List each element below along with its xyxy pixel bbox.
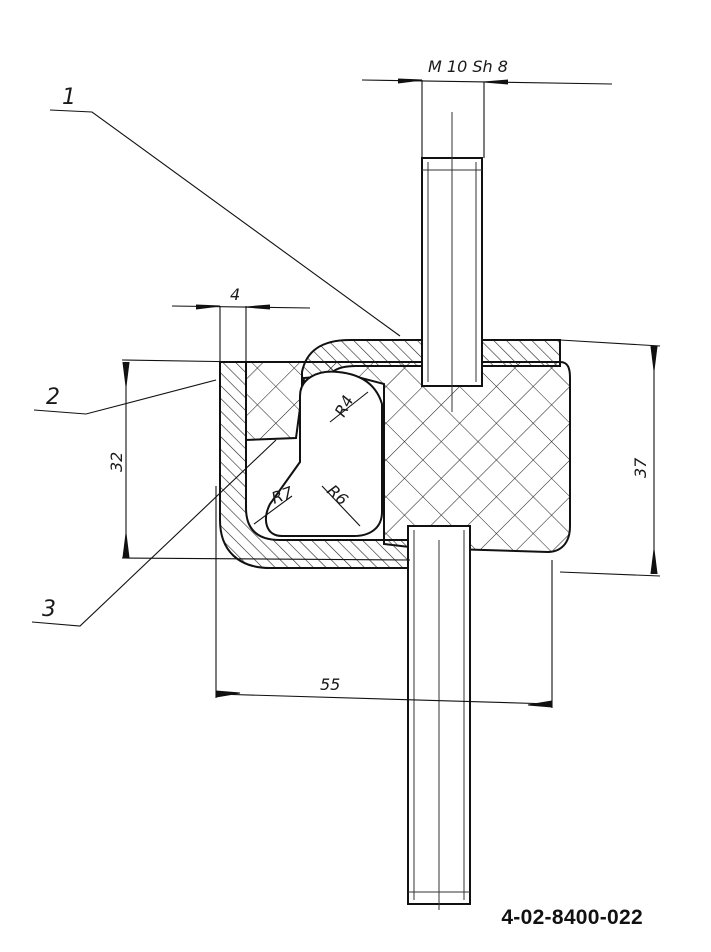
width-dimension [215, 486, 553, 708]
inner-void [265, 370, 383, 537]
height-outer-label: 37 [631, 457, 650, 478]
part-leaders [31, 109, 401, 627]
part-label-1: 1 [62, 85, 76, 110]
thread-label: M 10 Sh 8 [428, 57, 508, 76]
height-inner-label: 32 [107, 452, 126, 472]
document-number: 4-02-8400-022 [501, 906, 643, 929]
height-outer-dimension [559, 339, 661, 577]
thread-dimension [361, 78, 613, 158]
rubber-body [245, 361, 571, 554]
radius-leaders [253, 391, 369, 527]
wall-thickness-label: 4 [230, 285, 240, 304]
height-inner-dimension [121, 359, 411, 561]
wall-thickness-dimension [171, 304, 311, 376]
part-label-2: 2 [46, 385, 60, 410]
width-label: 55 [320, 675, 340, 694]
part-label-3: 3 [42, 597, 56, 622]
center-lines [438, 112, 453, 910]
